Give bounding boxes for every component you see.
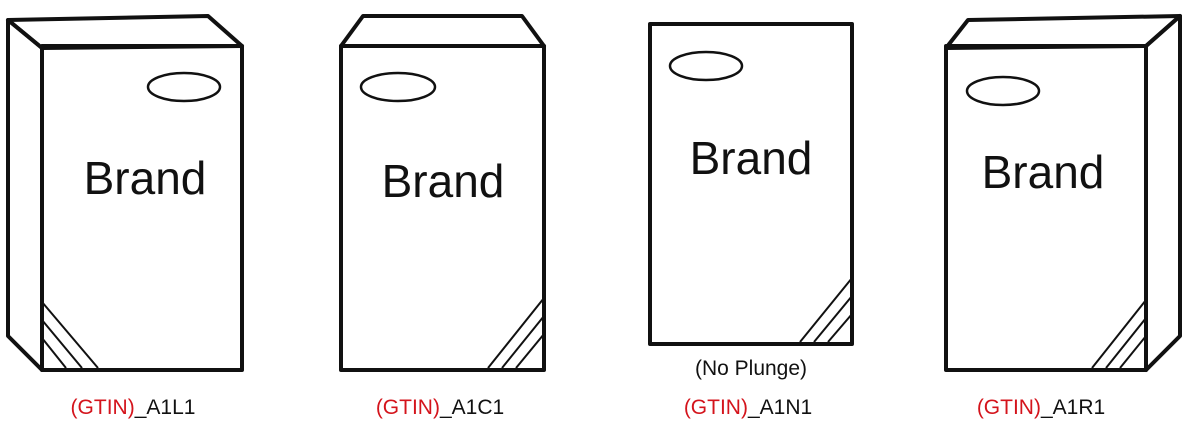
package-right-oval <box>965 75 1041 107</box>
package-flat-front-face <box>648 22 854 346</box>
package-flat-note: (No Plunge) <box>694 357 808 380</box>
package-flat-hatch-2 <box>813 295 853 343</box>
package-right-suffix: _A1R1 <box>1040 396 1106 419</box>
package-flat-oval <box>668 50 744 82</box>
package-right-top-face <box>944 14 1182 50</box>
package-left-suffix: _A1L1 <box>134 396 196 419</box>
package-flat-hatch-3 <box>827 313 853 343</box>
package-center-caption: (GTIN)_A1C1 <box>376 397 504 418</box>
package-flat-hatch-1 <box>799 277 853 343</box>
package-left-hatch-3 <box>41 337 67 369</box>
package-left-top-face <box>6 14 244 50</box>
package-left-side-face <box>6 18 44 372</box>
package-center-hatch-2 <box>501 315 545 369</box>
package-center-hatch-1 <box>487 297 545 369</box>
package-center-top-face <box>339 14 546 48</box>
package-left-brand: Brand <box>84 152 207 204</box>
package-center-gtin: (GTIN) <box>375 396 440 419</box>
package-left-oval <box>146 71 222 103</box>
package-right-hatch-2 <box>1105 317 1147 369</box>
package-left-caption: (GTIN)_A1L1 <box>71 397 196 418</box>
package-center-suffix: _A1C1 <box>439 396 505 419</box>
package-flat-gtin: (GTIN) <box>683 396 748 419</box>
package-right-caption: (GTIN)_A1R1 <box>977 397 1105 418</box>
package-flat-caption: (GTIN)_A1N1 <box>684 397 812 418</box>
package-left-gtin: (GTIN) <box>70 396 135 419</box>
package-left-front-face <box>40 44 244 372</box>
package-left-hatch-1 <box>41 301 99 369</box>
package-center-oval <box>359 71 437 103</box>
package-right-hatch-1 <box>1091 299 1147 369</box>
package-right-hatch-3 <box>1119 335 1147 369</box>
package-right-side-face <box>1144 14 1182 372</box>
package-flat-suffix: _A1N1 <box>747 396 813 419</box>
package-left-hatch-2 <box>41 319 83 369</box>
package-center-front-face <box>339 44 546 372</box>
package-right-front-face <box>944 44 1148 372</box>
package-right-brand: Brand <box>982 146 1105 198</box>
package-center-hatch-3 <box>515 333 545 369</box>
package-center-brand: Brand <box>382 155 505 207</box>
package-right-gtin: (GTIN) <box>976 396 1041 419</box>
package-flat-brand: Brand <box>690 132 813 184</box>
